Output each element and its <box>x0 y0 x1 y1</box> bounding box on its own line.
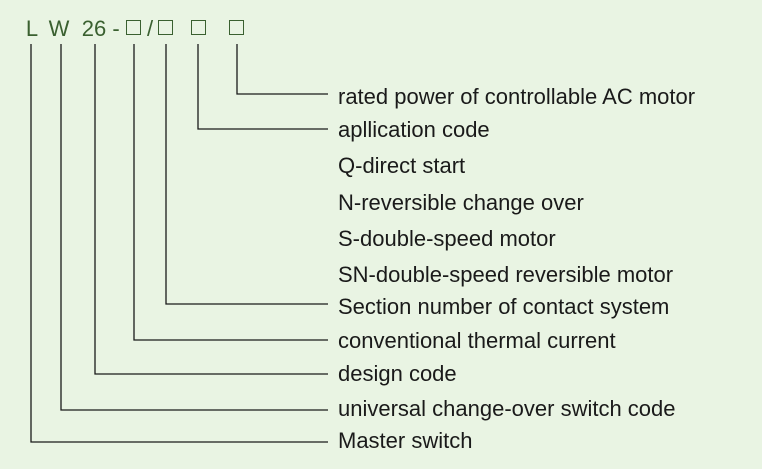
line-master-switch <box>30 44 328 443</box>
desc-sn-option: SN-double-speed reversible motor <box>338 262 674 287</box>
code-letter-l: L <box>25 16 39 41</box>
desc-master-switch: Master switch <box>338 428 473 453</box>
desc-section-number: Section number of contact system <box>338 294 670 319</box>
line-thermal-current <box>133 44 328 341</box>
application-code-box <box>191 20 206 35</box>
line-switch-code <box>60 44 328 411</box>
line-application-code <box>197 44 328 130</box>
desc-q-option: Q-direct start <box>338 153 466 178</box>
line-rated-power <box>236 44 328 95</box>
desc-design-code: design code <box>338 361 457 386</box>
desc-rated-power: rated power of controllable AC motor <box>338 84 696 109</box>
desc-application-code: apllication code <box>338 117 490 142</box>
code-slash: / <box>146 16 154 41</box>
line-section-number <box>165 44 328 305</box>
desc-thermal-current: conventional thermal current <box>338 328 616 353</box>
thermal-current-box <box>126 20 141 35</box>
code-number-26: 26 <box>81 16 107 41</box>
code-letter-w: W <box>48 16 70 41</box>
desc-switch-code: universal change-over switch code <box>338 396 676 421</box>
desc-n-option: N-reversible change over <box>338 190 584 215</box>
line-design-code <box>94 44 328 375</box>
section-number-box <box>158 20 173 35</box>
rated-power-box <box>229 20 244 35</box>
code-dash: - <box>112 16 120 41</box>
desc-s-option: S-double-speed motor <box>338 226 556 251</box>
